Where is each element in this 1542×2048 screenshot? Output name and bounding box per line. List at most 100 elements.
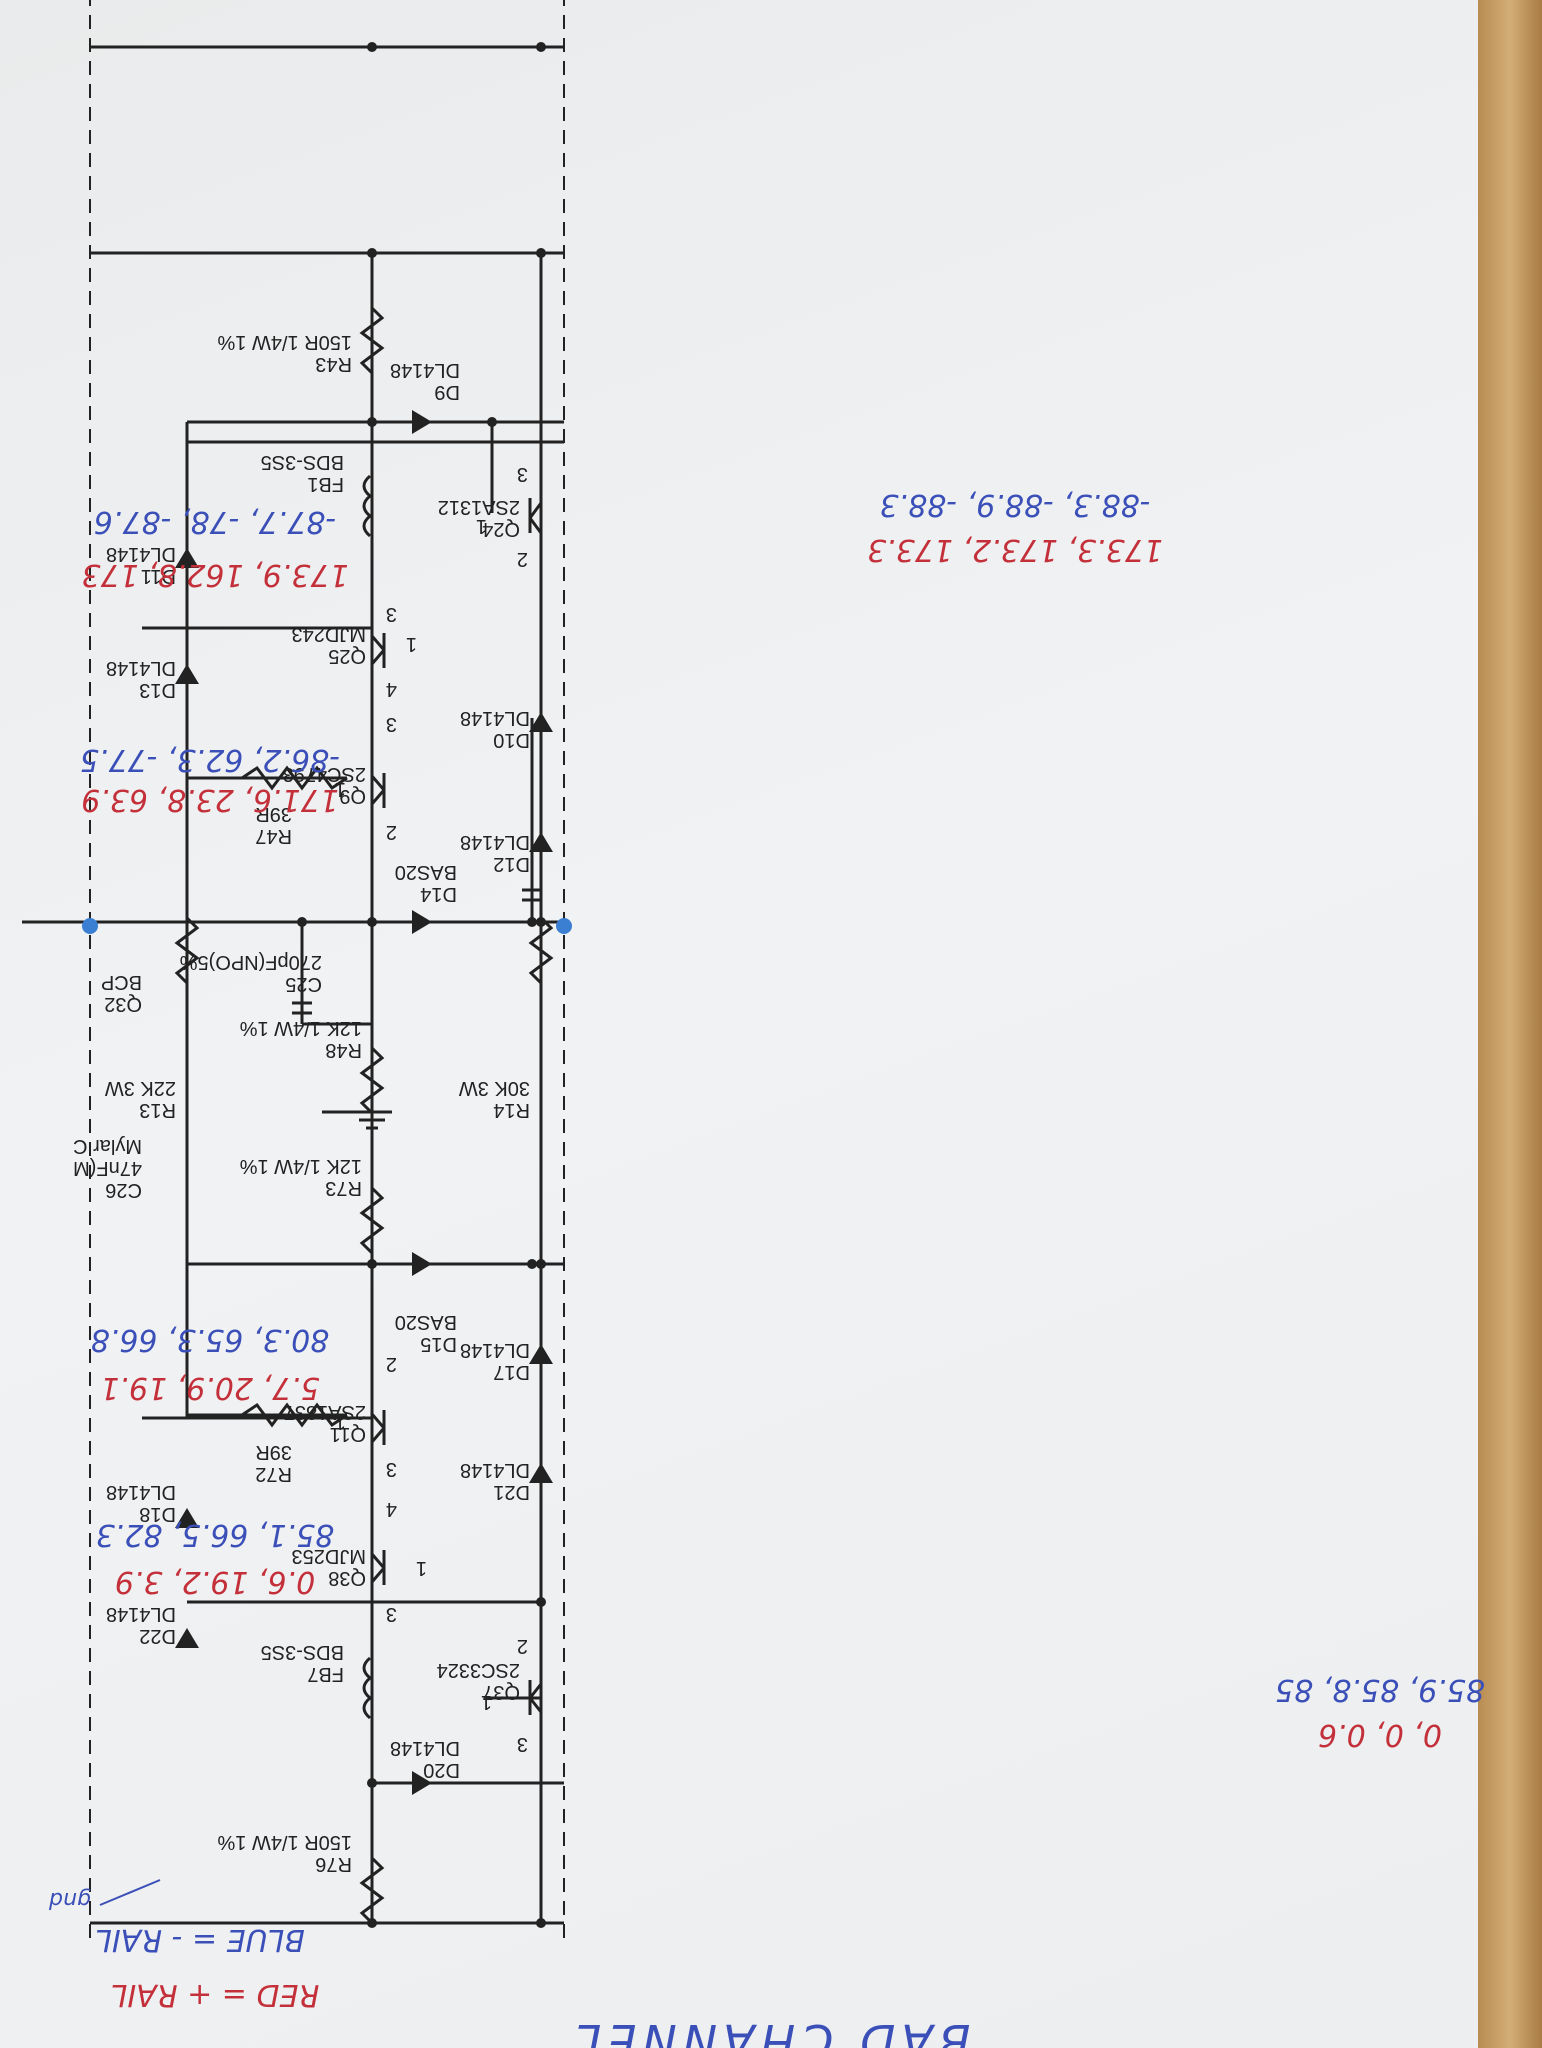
r14-ref: R14 [493, 1099, 530, 1121]
diodes [175, 410, 553, 1795]
r72-value: 39R [255, 1441, 292, 1463]
d14-ref: D14 [420, 883, 457, 905]
d15-ref: D15 [420, 1333, 457, 1355]
d13-value: DL4148 [106, 657, 176, 679]
q25-pin-b: 1 [406, 633, 417, 655]
legend-blue-sub: gnd [48, 1887, 91, 1912]
transistors [370, 498, 543, 1715]
q24-value: 2SA1312 [438, 496, 520, 518]
r72-ref: R72 [255, 1463, 292, 1485]
d9-value: DL4148 [390, 359, 460, 381]
measure-6-blue: 85.9, 85.8, 85 [1275, 1672, 1485, 1707]
q37-pin-c: 3 [517, 1733, 528, 1755]
q37-value: 2SC3324 [437, 1659, 520, 1681]
d11-value: DL4148 [106, 543, 176, 565]
r14-value: 30K 3W [459, 1077, 530, 1099]
q25-ref: Q25 [328, 645, 366, 667]
d22-value: DL4148 [106, 1603, 176, 1625]
d22-ref: D22 [139, 1625, 176, 1647]
q32-value: BCP [101, 971, 142, 993]
measure-1-red: 173.3, 173.2, 173.3 [867, 532, 1163, 567]
d21-value: DL4148 [460, 1459, 530, 1481]
q25-value: MJD243 [292, 623, 366, 645]
measure-4-red: 5.7, 20.9, 19.1 [100, 1370, 319, 1405]
d21-ref: D21 [493, 1481, 530, 1503]
d20-ref: D20 [423, 1759, 460, 1781]
component-labels: R43 150R 1/4W 1% D9 DL4148 FB1 BDS-3S5 Q… [73, 331, 530, 1875]
c25-value: 270pF(NPO)5% [180, 951, 322, 973]
d11-ref: D11 [141, 565, 176, 587]
r73-ref: R73 [325, 1177, 362, 1199]
fb7-value: BDS-3S5 [261, 1641, 344, 1663]
q9-pin-a: 3 [386, 713, 397, 735]
r48-ref: R48 [325, 1039, 362, 1061]
r48-value: 12K 1/4W 1% [239, 1017, 362, 1039]
q37-pin-b: 1 [481, 1691, 492, 1713]
d12-value: DL4148 [460, 831, 530, 853]
junction-dots [297, 42, 546, 1928]
measure-2-red: 173.9, 162.8, 173 [81, 557, 348, 592]
wooden-table-edge [1478, 0, 1542, 2048]
r43-ref: R43 [315, 353, 352, 375]
measure-5-red: 0.6, 19.2, 3.9 [115, 1564, 315, 1599]
legend-blue-stroke [99, 1879, 161, 1906]
d12-ref: D12 [493, 853, 530, 875]
q38-pin-a: 4 [386, 1498, 397, 1520]
measure-3-red: 171.6, 23.8, 63.9 [81, 782, 339, 817]
handwritten-notes: 173.3, 173.2, 173.3 -88.3, -88.9, -88.3 … [48, 487, 1485, 2048]
q25-pin-c: 4 [386, 678, 397, 700]
d10-ref: D10 [493, 729, 530, 751]
q25-pin-a: 3 [386, 603, 397, 625]
pin-numbers: 3 1 2 3 1 4 3 1 2 2 1 3 4 1 3 2 1 3 [335, 463, 528, 1755]
r43-value: 150R 1/4W 1% [217, 331, 352, 353]
measure-3-blue: -86.2, 62.3, -77.5 [80, 742, 340, 777]
fb1-value: BDS-3S5 [261, 451, 344, 473]
d10-value: DL4148 [460, 707, 530, 729]
q11-pin-c: 3 [386, 1458, 397, 1480]
d20-value: DL4148 [390, 1737, 460, 1759]
q24-ref: Q24 [482, 518, 520, 540]
q37-pin-a: 2 [517, 1635, 528, 1657]
r47-value: 39R [255, 803, 292, 825]
measure-5-blue: 85.1, 66.5, 82.3 [96, 1517, 335, 1552]
blue-marker-right [82, 918, 98, 934]
q9-ref: Q9 [339, 785, 366, 807]
r13-value: 22K 3W [105, 1077, 176, 1099]
d17-value: DL4148 [460, 1339, 530, 1361]
measure-4-blue: 80.3, 65.3, 66.8 [91, 1322, 330, 1357]
d15-value: BAS20 [395, 1311, 457, 1333]
d17-ref: D17 [493, 1361, 530, 1383]
schematic: R43 150R 1/4W 1% D9 DL4148 FB1 BDS-3S5 Q… [22, 0, 572, 1938]
q38-value: MJD253 [292, 1545, 366, 1567]
r13-ref: R13 [139, 1099, 176, 1121]
q11-pin-a: 2 [386, 1353, 397, 1375]
c26-value: 47nF(M [73, 1157, 142, 1179]
resistors [174, 306, 554, 1925]
legend-blue: BLUE = - RAIL [95, 1922, 305, 1957]
d18-value: DL4148 [106, 1481, 176, 1503]
q32-ref: Q32 [104, 993, 142, 1015]
fb1-ref: FB1 [307, 473, 344, 495]
q24-pin-a: 3 [517, 463, 528, 485]
d18-ref: D18 [139, 1503, 176, 1525]
q38-pin-b: 1 [416, 1557, 427, 1579]
c26-ref: C26 [105, 1179, 142, 1201]
q38-pin-c: 3 [386, 1603, 397, 1625]
legend-red: RED = + RAIL [111, 1977, 320, 2012]
measure-1-blue: -88.3, -88.9, -88.3 [879, 487, 1150, 522]
q11-pin-b: 1 [335, 1411, 346, 1433]
fb7-ref: FB7 [307, 1663, 344, 1685]
c26-type: Mylar C [73, 1135, 142, 1157]
d13-ref: D13 [139, 679, 176, 701]
q9-value: 2SC4793 [283, 763, 366, 785]
q37-ref: Q37 [482, 1681, 520, 1703]
q9-pin-c: 2 [386, 821, 397, 843]
q24-pin-c: 2 [517, 548, 528, 570]
blue-marker-left [556, 918, 572, 934]
bottom-note: BAD CHANNEL [570, 2014, 971, 2048]
d9-ref: D9 [434, 381, 460, 403]
c25-ref: C25 [285, 973, 322, 995]
q38-ref: Q38 [328, 1567, 366, 1589]
